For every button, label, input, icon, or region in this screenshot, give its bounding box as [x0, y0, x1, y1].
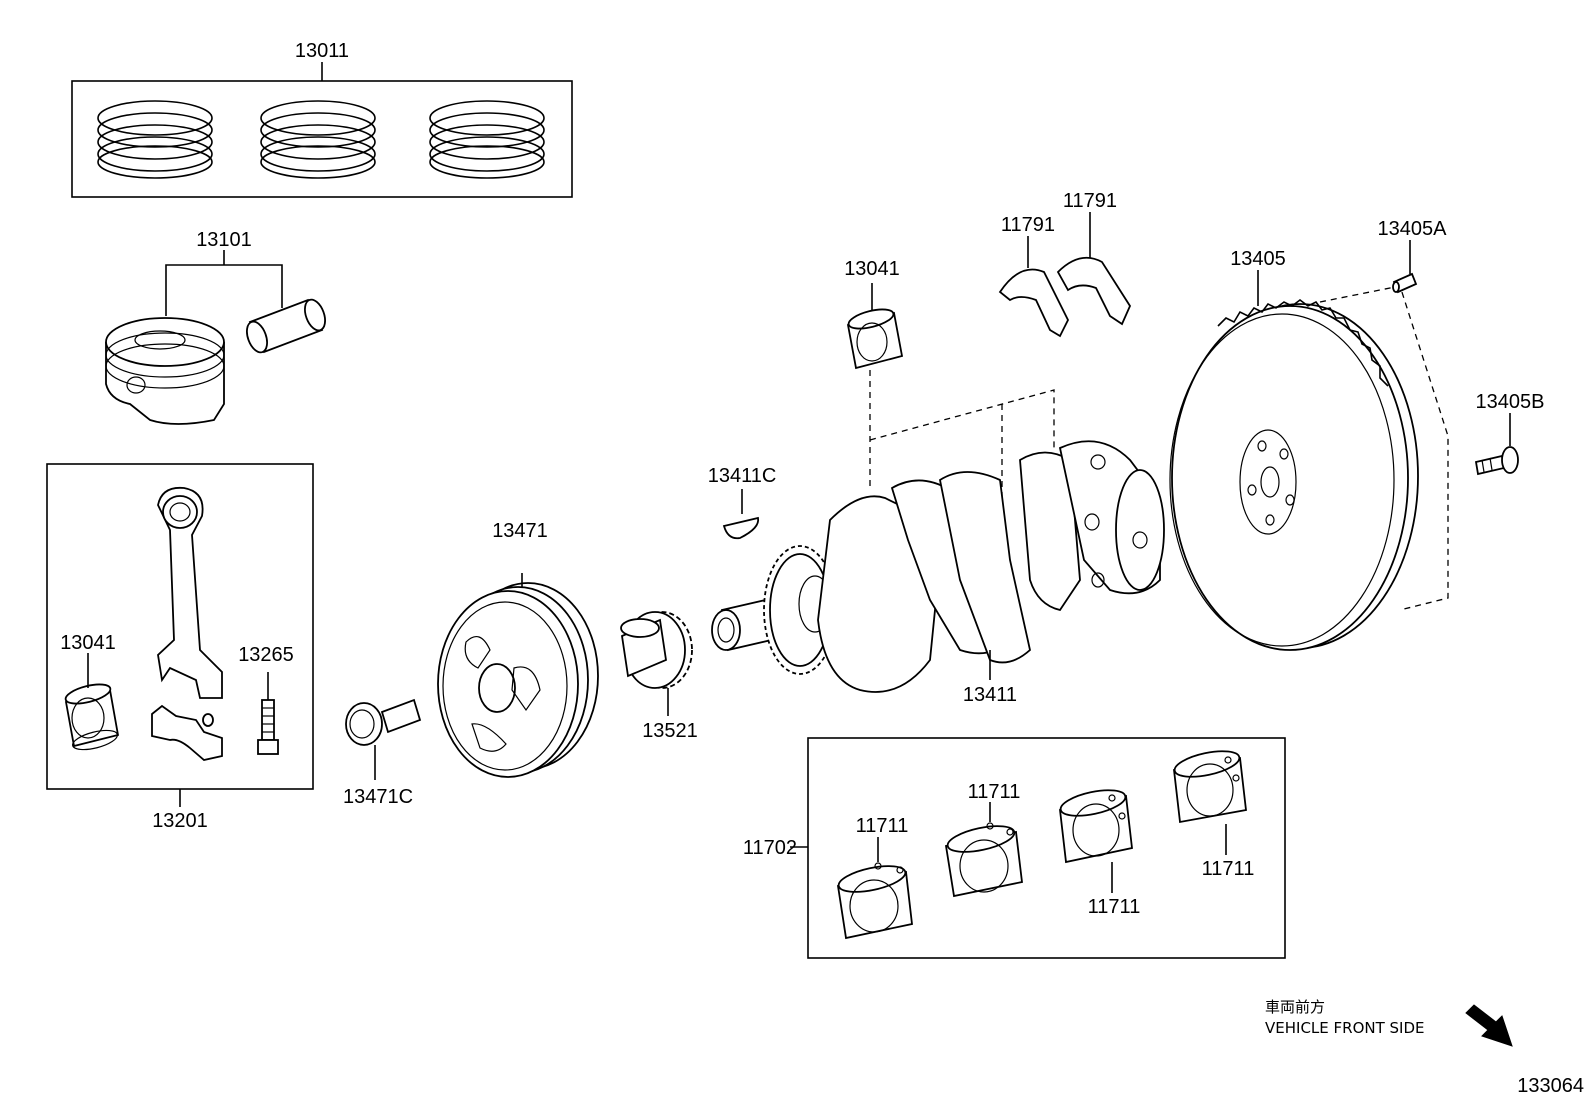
- ring-stack-3: [429, 100, 545, 179]
- flywheel-bolt-13405B[interactable]: [1474, 413, 1519, 476]
- label-13405: 13405: [1230, 248, 1286, 270]
- pulley-bolt-13471C[interactable]: [345, 698, 422, 780]
- bearing-11711-b: [944, 802, 1023, 898]
- rod-cap: [151, 704, 223, 761]
- rod-bolt-13265: [257, 672, 279, 755]
- crank-bearing-13041[interactable]: [846, 283, 904, 370]
- label-11791-b: 11791: [1063, 190, 1117, 212]
- label-13471C: 13471C: [343, 786, 413, 808]
- piston-ring-set-13011[interactable]: [71, 62, 573, 198]
- bearing-11711-d: [1173, 750, 1247, 855]
- ring-stack-1: [97, 100, 213, 179]
- label-13411: 13411: [963, 684, 1017, 706]
- front-side-note-en: VEHICLE FRONT SIDE: [1265, 1019, 1425, 1037]
- diagram-id: 133064: [1517, 1075, 1584, 1097]
- label-13041-left: 13041: [60, 632, 116, 654]
- main-bearing-set-11702[interactable]: [790, 737, 1286, 959]
- label-13101: 13101: [196, 229, 252, 251]
- label-13201: 13201: [152, 810, 208, 832]
- piston-13101[interactable]: [105, 250, 329, 425]
- connecting-rod: [157, 486, 223, 699]
- label-13405B: 13405B: [1476, 391, 1545, 413]
- label-11702: 11702: [743, 837, 797, 859]
- label-13411C: 13411C: [708, 465, 777, 487]
- crankshaft-key-13411C[interactable]: [722, 489, 760, 540]
- piston-pin: [246, 298, 326, 354]
- label-11711-b: 11711: [968, 781, 1021, 803]
- connecting-rod-assembly-13201[interactable]: [46, 463, 314, 807]
- dowel-pin-13405A[interactable]: [1392, 240, 1418, 294]
- bearing-11711-c: [1059, 789, 1133, 893]
- thrust-washer-11791-b[interactable]: [1056, 212, 1132, 326]
- label-11711-c: 11711: [1088, 896, 1141, 918]
- crankshaft-13411[interactable]: [711, 370, 1165, 693]
- label-13471: 13471: [492, 520, 548, 542]
- label-11791-a: 11791: [1001, 214, 1055, 236]
- label-11711-d: 11711: [1202, 858, 1255, 880]
- front-direction-arrow-icon: [1465, 1004, 1513, 1047]
- label-13521: 13521: [642, 720, 698, 742]
- crankshaft-pulley-13471[interactable]: [437, 573, 599, 778]
- rod-bearing-13041: [64, 683, 120, 751]
- label-11711-a: 11711: [856, 815, 909, 837]
- thrust-washer-11791-a[interactable]: [998, 236, 1070, 338]
- front-side-note-jp: 車両前方: [1265, 998, 1325, 1016]
- label-13041-top: 13041: [844, 258, 900, 280]
- label-13265: 13265: [238, 644, 294, 666]
- label-13405A: 13405A: [1378, 218, 1448, 240]
- bearing-11711-a: [836, 837, 913, 940]
- flywheel-13405[interactable]: [1169, 270, 1449, 651]
- timing-sprocket-13521[interactable]: [620, 611, 693, 716]
- label-13011: 13011: [295, 40, 349, 62]
- ring-stack-2: [260, 100, 376, 179]
